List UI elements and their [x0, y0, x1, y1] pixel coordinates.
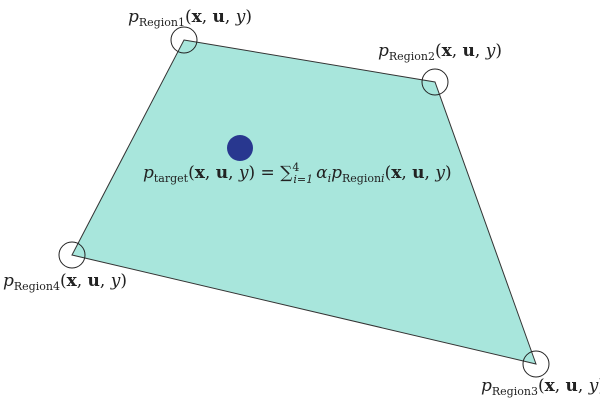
region4-corner-marker: [58, 241, 86, 269]
region1-corner-marker: [170, 26, 198, 54]
region3-label: pRegion3(x, u, y): [481, 376, 600, 398]
target-point: [227, 135, 253, 161]
region3-corner-marker: [522, 350, 550, 378]
region2-corner-marker: [421, 68, 449, 96]
region-quadrilateral: [71, 39, 537, 365]
region1-label: pRegion1(x, u, y): [128, 7, 252, 29]
region2-label: pRegion2(x, u, y): [378, 41, 502, 63]
region4-label: pRegion4(x, u, y): [3, 271, 127, 293]
